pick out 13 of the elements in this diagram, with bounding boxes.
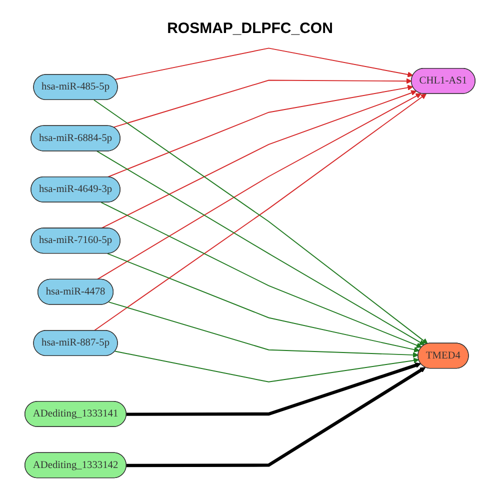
arrow [100, 202, 422, 348]
arrow [114, 48, 414, 80]
arrow [126, 362, 422, 416]
arrow [96, 150, 425, 346]
arrow [126, 367, 426, 468]
arrow [107, 84, 414, 178]
arrow [100, 90, 417, 229]
arrow [107, 253, 420, 352]
diagram-title: ROSMAP_DLPFC_CON [167, 20, 333, 37]
arrow [96, 93, 422, 280]
arrow [112, 78, 412, 128]
arrow [114, 350, 420, 382]
arrow [108, 302, 419, 358]
